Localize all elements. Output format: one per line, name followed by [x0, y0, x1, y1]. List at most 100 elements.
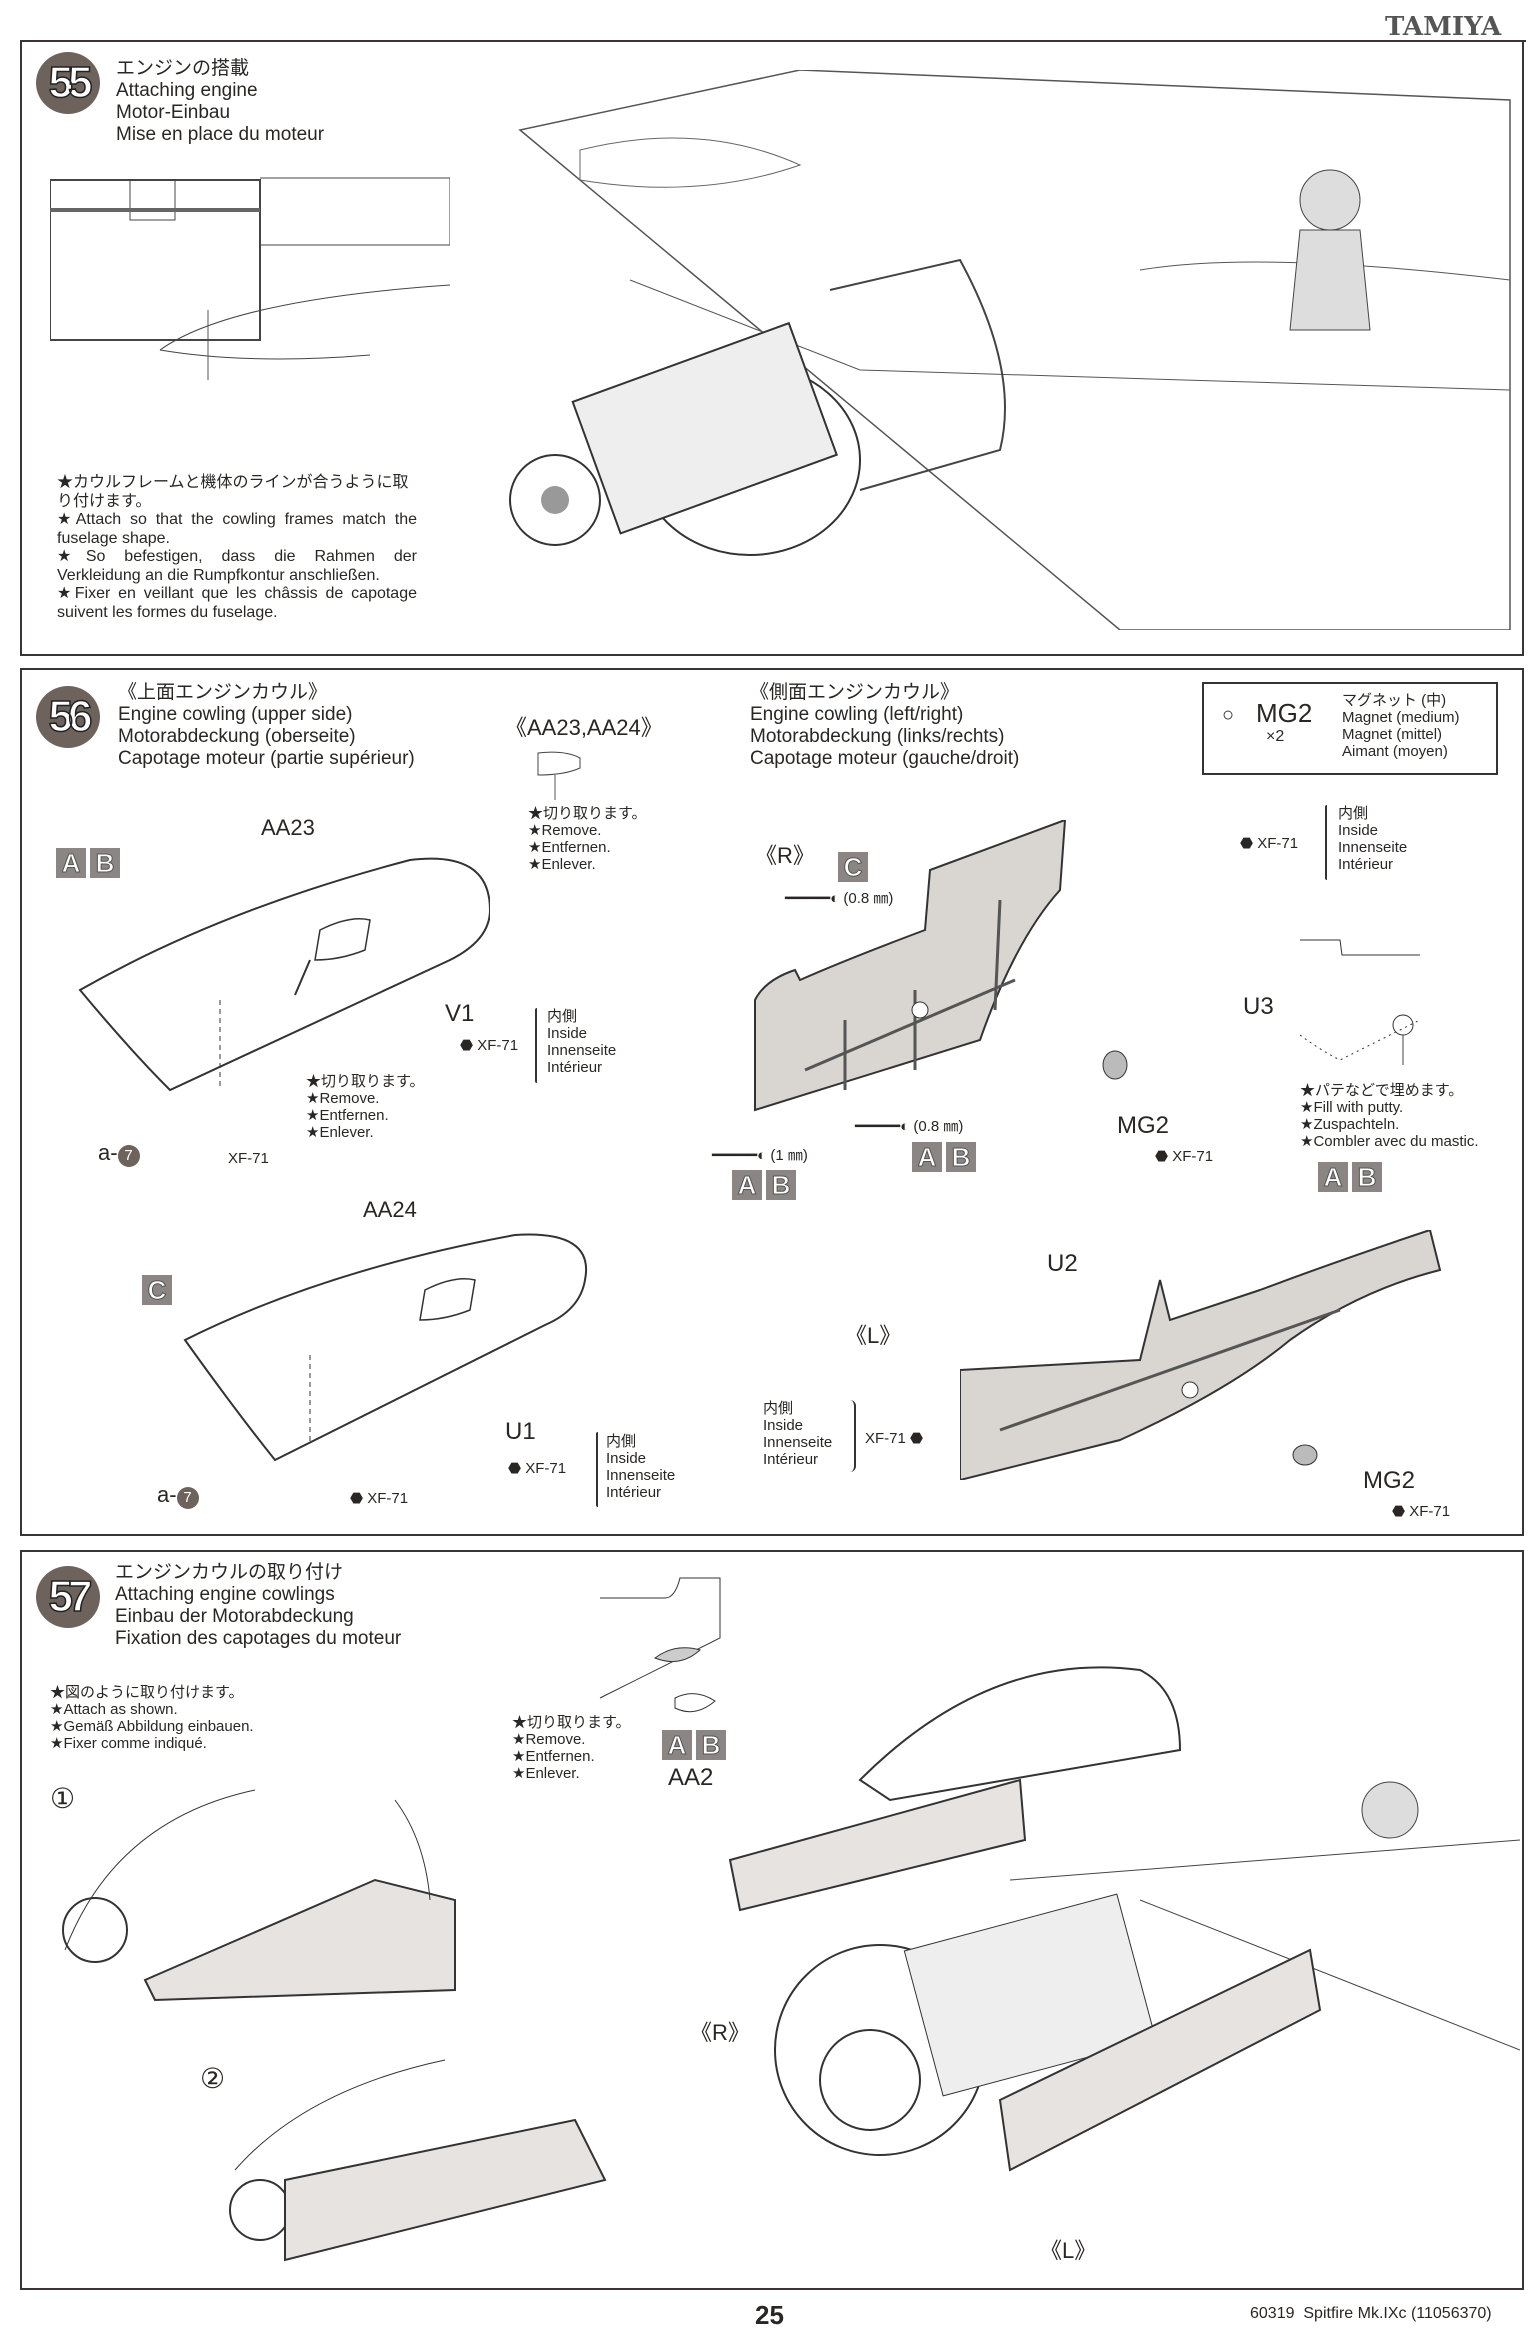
- putty-note: ★パテなどで埋めます。★Fill with putty.★Zuspachteln…: [1300, 1082, 1479, 1150]
- remove-en: ★Remove.: [306, 1090, 380, 1107]
- note-en: ★Attach as shown.: [50, 1701, 178, 1718]
- engine-mount-detail-illustration: [50, 177, 450, 380]
- brace: [850, 1400, 856, 1472]
- title-fr: Mise en place du moteur: [116, 124, 325, 145]
- paint-xf71-mg2-l: ⬣ XF-71: [1392, 1503, 1451, 1520]
- putty-jp: ★パテなどで埋めます。: [1300, 1082, 1464, 1099]
- substep-2: ②: [200, 2063, 226, 2094]
- paint-xf71-u2: XF-71 ⬣: [865, 1430, 924, 1447]
- badge-c: C: [838, 852, 868, 883]
- inside-de: Innenseite: [1338, 839, 1408, 856]
- brace: [1325, 805, 1327, 880]
- title-de: Motor-Einbau: [116, 102, 231, 123]
- title-jp: 《側面エンジンカウル》: [750, 682, 960, 703]
- remove-de: ★Entfernen.: [512, 1748, 595, 1765]
- step-number-56: 56: [36, 686, 100, 748]
- paint-code: XF-71: [477, 1037, 519, 1054]
- paint-code: XF-71: [367, 1490, 409, 1507]
- substep-1: ①: [50, 1783, 76, 1814]
- note-fr: ★Fixer en veillant que les châssis de ca…: [57, 585, 417, 621]
- part-label-u1: U1: [505, 1418, 536, 1445]
- remove-jp: ★切り取ります。: [306, 1073, 425, 1090]
- step-57-panel: [20, 1550, 1524, 2290]
- page-number: 25: [755, 2300, 784, 2330]
- drill-bit-1mm: ━━━━━◐ (1 ㎜): [712, 1147, 808, 1164]
- paint-xf71-a7-lower: ⬣ XF-71: [350, 1490, 409, 1507]
- title-en: Engine cowling (left/right): [750, 704, 964, 725]
- remove-jp: ★切り取ります。: [528, 805, 647, 822]
- magnet-jp: マグネット (中): [1342, 692, 1447, 709]
- brace: [535, 1008, 537, 1083]
- putty-en: ★Fill with putty.: [1300, 1099, 1404, 1116]
- drill-size: (0.8 ㎜): [843, 890, 894, 907]
- right-side-label: 《R》: [755, 843, 815, 868]
- title-jp: 《上面エンジンカウル》: [118, 682, 328, 703]
- title-de: Motorabdeckung (oberseite): [118, 726, 356, 747]
- putty-detail-illustration: [1300, 939, 1421, 1065]
- part-a: a-: [98, 1140, 118, 1165]
- step-57-title: エンジンカウルの取り付け Attaching engine cowlings E…: [115, 1562, 401, 1650]
- paint-code: XF-71: [1172, 1148, 1214, 1165]
- upper-cowling-v1-illustration: [78, 857, 490, 1092]
- title-fr: Capotage moteur (partie supérieur): [118, 748, 415, 769]
- badge-b: B: [766, 1170, 796, 1201]
- note-de: ★Gemäß Abbildung einbauen.: [50, 1718, 254, 1735]
- step-number-57: 57: [36, 1566, 100, 1628]
- drill-size: (1 ㎜): [770, 1147, 808, 1164]
- part-label-mg2-r: MG2: [1117, 1112, 1170, 1139]
- inside-fr: Intérieur: [547, 1059, 603, 1076]
- badge-a: A: [1318, 1162, 1348, 1193]
- inside-en: Inside: [606, 1450, 647, 1467]
- part-label-a7-lower: a-7: [157, 1482, 199, 1509]
- paint-xf71-mg2-r: ⬣ XF-71: [1155, 1148, 1214, 1165]
- note-en: ★Attach so that the cowling frames match…: [57, 511, 417, 547]
- title-de: Motorabdeckung (links/rechts): [750, 726, 1005, 747]
- badge-a: A: [56, 848, 86, 879]
- part-number-badge: 7: [176, 1487, 199, 1509]
- title-fr: Fixation des capotages du moteur: [115, 1628, 402, 1649]
- inside-de: Innenseite: [606, 1467, 676, 1484]
- left-side-label: 《L》: [845, 1323, 902, 1348]
- title-fr: Capotage moteur (gauche/droit): [750, 748, 1020, 769]
- remove-fr: ★Enlever.: [512, 1765, 580, 1782]
- aa-part-icon: [537, 751, 581, 800]
- note-fr: ★Fixer comme indiqué.: [50, 1735, 207, 1752]
- remove-note-v1: ★切り取ります。★Remove.★Entfernen.★Enlever.: [306, 1073, 425, 1141]
- part-label-aa23: AA23: [261, 815, 315, 840]
- part-a: a-: [157, 1482, 177, 1507]
- paint-code: XF-71: [865, 1430, 906, 1447]
- variant-badge-c-upper: C: [142, 1275, 176, 1306]
- inside-fr: Intérieur: [606, 1484, 662, 1501]
- badge-b: B: [696, 1730, 726, 1761]
- note-jp: ★図のように取り付けます。: [50, 1684, 244, 1701]
- substep-1-illustration: [62, 1789, 456, 2002]
- side-cowling-u2-illustration: [960, 1230, 1442, 1480]
- badge-b: B: [946, 1142, 976, 1173]
- drill-bit-08-bottom: ━━━━━◐ (0.8 ㎜): [855, 1118, 964, 1135]
- remove-de: ★Entfernen.: [306, 1107, 389, 1124]
- upper-cowling-u1-illustration: [183, 1233, 588, 1462]
- magnet-info-box: ○ MG2 ×2 マグネット (中)Magnet (medium)Magnet …: [1202, 682, 1498, 775]
- magnet-qty: ×2: [1266, 728, 1285, 745]
- variant-badge-c-side: C: [838, 852, 872, 883]
- paint-xf71-v1: ⬣ XF-71: [460, 1037, 519, 1054]
- part-number-badge: 7: [117, 1145, 140, 1167]
- magnet-fr: Aimant (moyen): [1342, 743, 1448, 760]
- badge-b: B: [1352, 1162, 1382, 1193]
- inside-en: Inside: [1338, 822, 1379, 839]
- part-label-u2: U2: [1047, 1250, 1078, 1277]
- magnet-part: MG2: [1256, 698, 1313, 728]
- left-cowling-label-57: 《L》: [1040, 2238, 1097, 2263]
- upper-cowling-title: 《上面エンジンカウル》 Engine cowling (upper side) …: [118, 682, 415, 770]
- part-label-u3: U3: [1243, 993, 1274, 1020]
- magnet-en: Magnet (medium): [1342, 709, 1460, 726]
- brand-logo: TAMIYA: [1385, 12, 1502, 42]
- paint-code: XF-71: [1409, 1503, 1451, 1520]
- title-en: Attaching engine cowlings: [115, 1584, 335, 1605]
- part-label-mg2-l: MG2: [1363, 1467, 1416, 1494]
- magnet-icon: ○: [1222, 704, 1235, 726]
- inside-jp: 内側: [606, 1433, 637, 1450]
- product-code: 60319 Spitfire Mk.IXc (11056370): [1250, 2305, 1492, 2322]
